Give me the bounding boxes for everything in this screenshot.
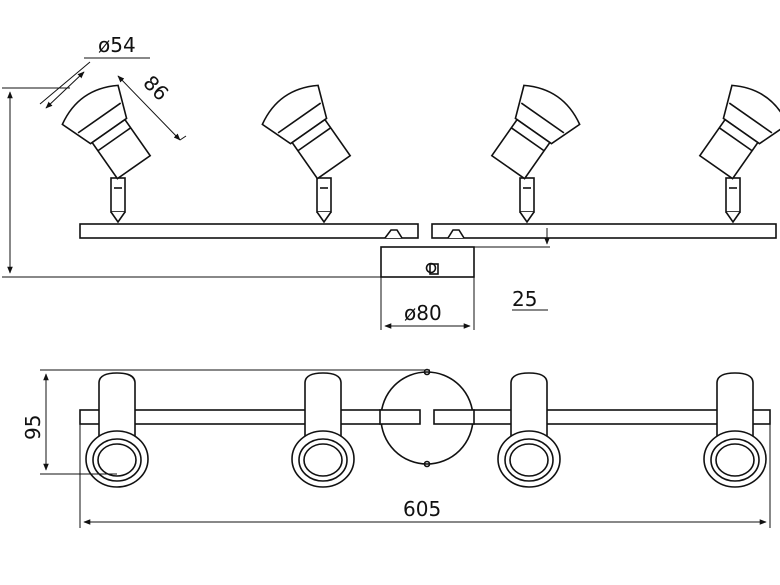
side-mounting-bar [79,223,777,239]
top-spotlight-4 [703,372,767,488]
side-spotlight-2 [255,76,363,223]
side-spotlight-1 [55,76,163,223]
side-base [380,229,475,278]
top-base [379,368,475,468]
depth-dimension: 95 [21,369,430,475]
top-view: 95 605 [21,368,771,528]
top-spotlight-1 [85,372,149,488]
side-view: ø54 86 25 ø80 [2,33,780,330]
top-spotlight-3 [497,372,561,488]
side-spotlight-4 [687,76,780,223]
depth-label: 95 [21,415,45,440]
top-spotlight-2 [291,372,355,488]
base-diameter-label: ø80 [404,301,442,325]
spot-length-label: 86 [138,71,173,106]
spot-diameter-dimension: ø54 [39,33,150,109]
base-offset-dimension: 25 [474,228,550,311]
base-offset-label: 25 [512,287,537,311]
base-diameter-dimension: ø80 [380,277,475,330]
overall-length-label: 605 [403,497,441,521]
overall-length-dimension: 605 [79,424,771,528]
spot-diameter-label: ø54 [98,33,136,57]
side-spotlight-3 [479,76,587,223]
